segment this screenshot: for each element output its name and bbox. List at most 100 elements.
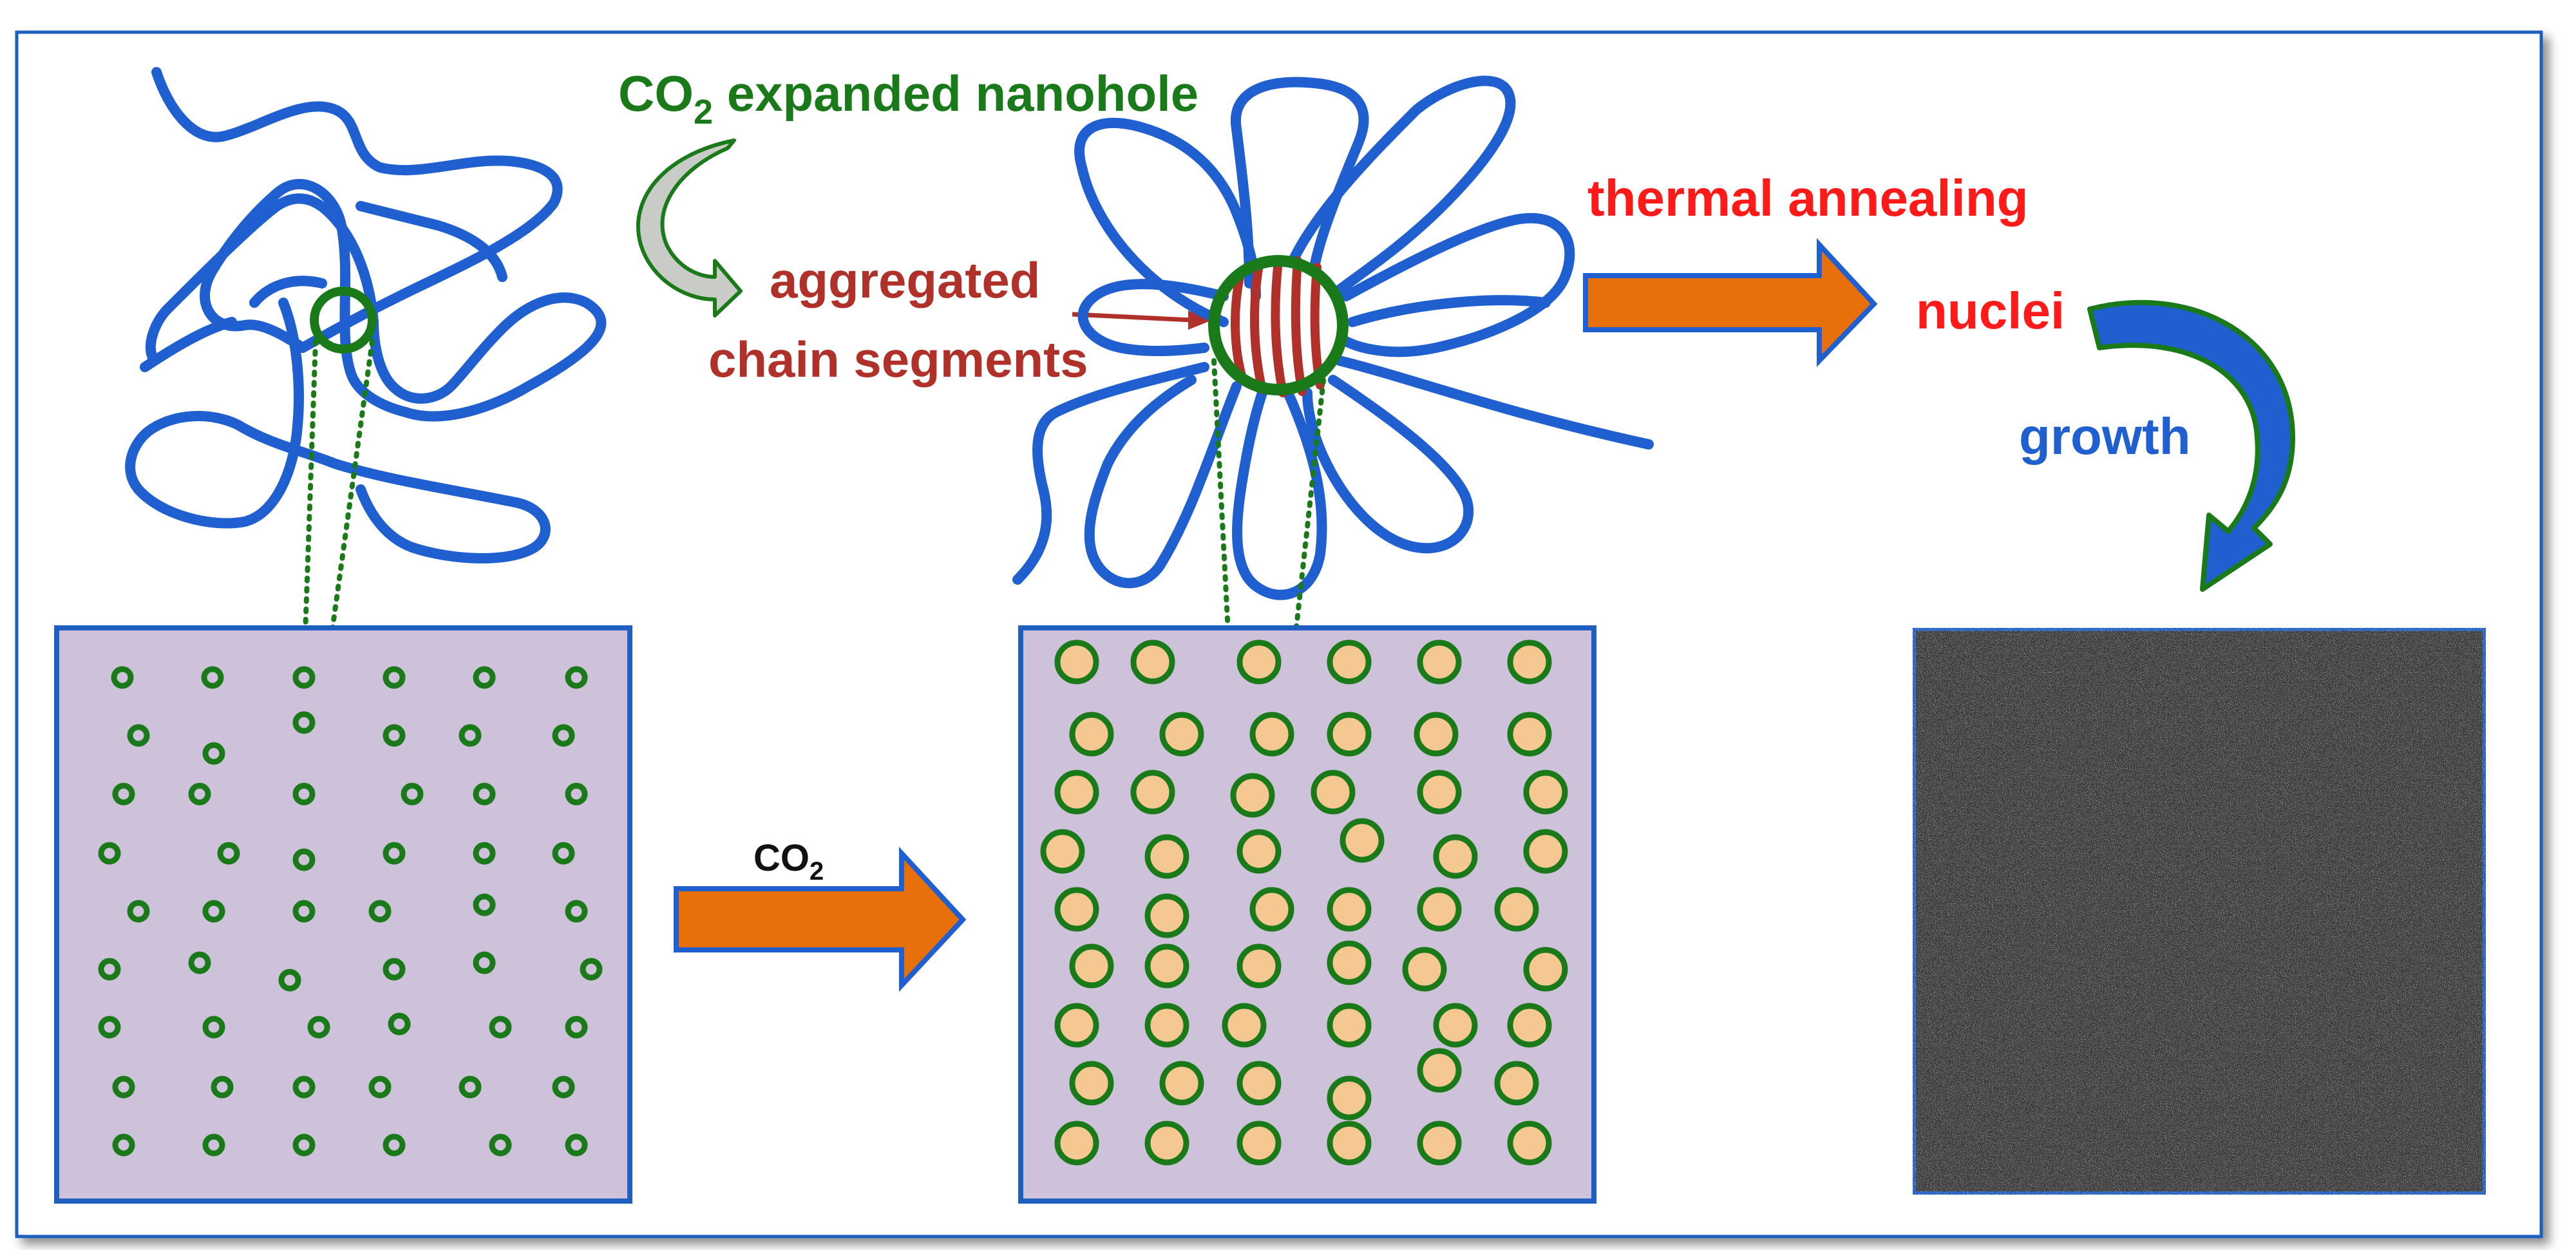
nanohole-small [473,666,496,689]
nanohole-small [112,782,135,806]
nanohole-small [383,842,406,865]
nanohole-small [292,711,316,734]
aggregated-label-line1: aggregated [770,252,1040,308]
nanohole-small [292,900,316,923]
nanohole-small [127,900,150,923]
curved-arrow-icon [2087,299,2295,592]
small-nanoholes-group [98,666,603,1157]
nanohole-small [112,1075,135,1099]
nanohole-small [307,1016,330,1039]
nanohole-expanded [1054,1121,1099,1166]
nanohole-small [552,842,575,865]
nanohole-expanded [1144,893,1189,938]
nanohole-small [565,666,588,689]
nanohole-expanded [1054,1003,1099,1048]
svg-text:CO2: CO2 [753,837,824,885]
nanohole-small [202,1016,225,1039]
nanohole-expanded [1208,255,1349,395]
nanohole-small [368,1075,392,1099]
nanohole-expanded [1054,639,1099,685]
nanohole-small [383,666,406,689]
nanohole-small [98,958,121,981]
nanohole-expanded [1327,712,1372,757]
nanohole-small [489,1016,512,1039]
nanohole-small [565,1016,588,1039]
nanohole-expanded [1222,1003,1267,1048]
nanohole-small [292,666,316,689]
nanohole-expanded [1507,1121,1552,1166]
nanohole-expanded [1054,770,1099,815]
nanohole-expanded [1069,712,1114,757]
nanohole-label-subscript: 2 [694,93,713,131]
nanohole-expanded [1327,1003,1372,1048]
nanohole-expanded [1494,887,1539,932]
nanohole-expanded [1311,770,1356,815]
nanohole-expanded [1433,1003,1478,1048]
nanohole-expanded [1523,947,1568,992]
nanohole-expanded [1236,1061,1282,1106]
aggregated-label-line2: chain segments [708,331,1088,388]
nanohole-expanded [1236,639,1282,685]
nanohole-expanded [1507,639,1552,685]
nanohole-expanded [1327,1075,1372,1121]
nanohole-small [383,1133,406,1157]
nanohole-small [292,1075,316,1099]
nanohole-expanded [1417,1121,1462,1166]
co2-arrow-label: CO [753,837,810,879]
nanohole-expanded [1159,1061,1204,1106]
nanohole-small [98,842,121,865]
nanohole-expanded [1159,712,1204,757]
co2-arrow-label-subscript: 2 [810,857,824,885]
nanohole-small [565,1133,588,1157]
nanohole-expanded [1507,1003,1552,1048]
growth-label: growth [2019,408,2191,465]
nanohole-expanded [1236,1121,1282,1166]
nanohole-expanded [1069,943,1114,989]
right-arrow-icon [674,846,967,992]
thermal-annealing-label: thermal annealing [1587,169,2029,227]
nanohole-small [473,782,496,806]
nanohole-expanded [1402,947,1447,992]
polymer-chain-coil-left [125,67,607,563]
nanohole-expanded [1144,1121,1189,1166]
nanohole-expanded [1249,887,1294,932]
nanohole-small [459,724,482,747]
nanohole-expanded [1144,943,1189,989]
nanohole-expanded [1069,1061,1114,1106]
nanohole-expanded [1144,1003,1189,1048]
nanohole-expanded [1236,943,1282,989]
nanohole-small [292,848,316,871]
nanohole-small [383,724,406,747]
nanohole-expanded [1327,887,1372,932]
nanohole-label-rest: expanded nanohole [713,65,1198,122]
nanohole-expanded [1230,773,1275,818]
nanohole-small [473,893,496,916]
nanohole-expanded [1054,887,1099,932]
nanohole-small [401,782,424,806]
nanohole-expanded [1130,770,1175,815]
nanohole-expanded [1494,1061,1539,1106]
nanohole-small [552,724,575,747]
expanded-nanoholes-group [1040,639,1568,1166]
polymer-box-before [54,625,632,1204]
nanohole-small [388,1012,411,1036]
nanohole-expanded [1523,829,1568,874]
nanohole-small [127,724,150,747]
nanohole-small [565,782,588,806]
micrograph-image [1909,625,2489,1198]
nanohole-small [202,742,225,765]
nanohole-small [111,666,134,689]
nanohole-small [278,969,301,992]
nanohole-small [552,1075,575,1099]
nanohole-expanded [1327,940,1372,985]
nanohole-expanded [1417,639,1462,685]
aggregated-pointer-arrow [1072,310,1211,330]
nanohole-expanded [1236,829,1282,874]
right-arrow-icon [1583,238,1878,367]
nanohole-small [489,1133,512,1157]
nuclei-label: nuclei [1916,282,2065,339]
nanohole-small [310,287,377,354]
nanohole-label-co: CO [618,65,694,122]
nanohole-small [473,842,496,865]
